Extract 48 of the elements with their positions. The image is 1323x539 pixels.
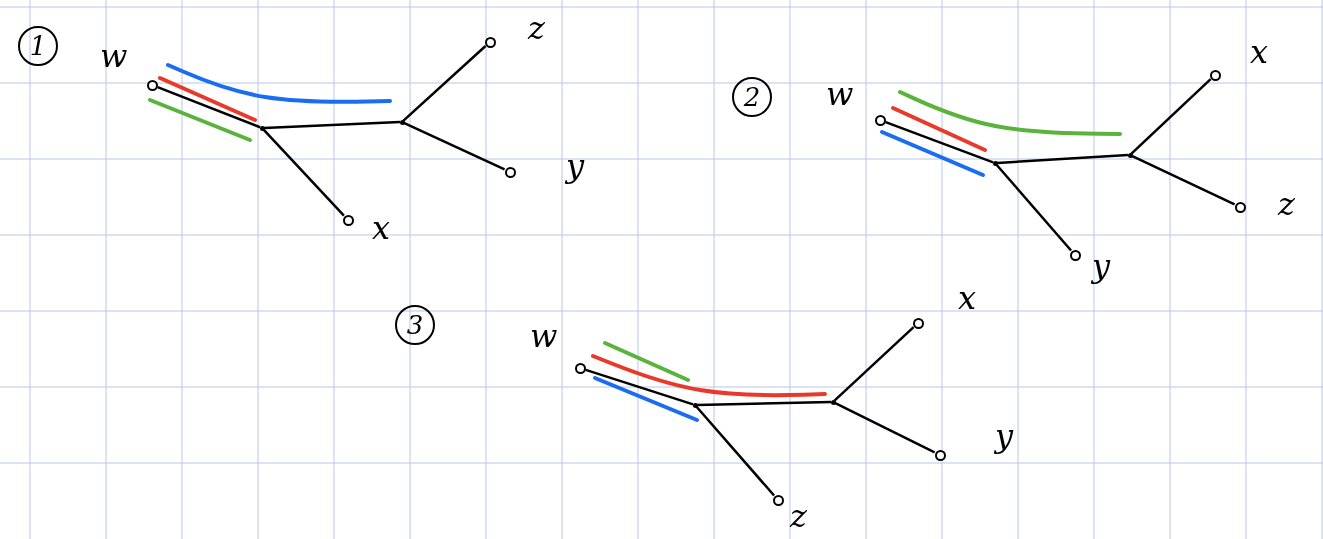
leaf-dot [484,36,496,48]
leaf-dot [504,166,516,178]
leaf-label: y [566,150,585,182]
leaf-label: y [1092,250,1111,282]
tree-branch [262,128,345,217]
leaf-label: z [528,12,545,44]
circled-number: 1 [18,26,58,66]
leaf-label: z [790,500,807,532]
tree-branch [403,121,506,171]
leaf-dot [1209,69,1221,81]
branch-point [692,402,698,408]
branch-point [259,125,265,131]
circled-number: 2 [732,77,772,117]
leaf-dot [342,214,354,226]
tree-branch [402,45,487,122]
leaf-label: w [530,320,558,352]
leaf-label: x [958,282,977,314]
leaf-label: w [100,40,128,72]
tree-branch [263,120,401,130]
tree-branch [1131,154,1236,206]
leaf-dot [912,317,924,329]
branch-point [1127,152,1133,158]
tree-branch [695,405,775,497]
tree-branch [833,326,915,402]
tree-branch [834,401,936,454]
tree-branch [996,153,1129,165]
leaf-dot [934,449,946,461]
leaf-dot [1234,201,1246,213]
branch-point [992,160,998,166]
leaf-dot [574,362,586,374]
tree-branch [1130,78,1212,155]
tree-branch [885,120,994,164]
tree-branch [696,400,832,407]
branch-point [830,399,836,405]
leaf-dot [1069,249,1081,261]
leaf-label: w [826,78,854,110]
leaf-label: z [1278,188,1295,220]
branch-point [399,119,405,125]
leaf-label: y [995,420,1014,452]
tree-branch [995,163,1072,252]
leaf-dot [772,494,784,506]
tree-branch [585,368,694,406]
circled-number: 3 [395,305,435,345]
leaf-label: x [372,212,391,244]
leaf-label: x [1250,36,1269,68]
tree-branch [157,86,261,129]
leaf-dot [146,79,158,91]
leaf-dot [874,114,886,126]
